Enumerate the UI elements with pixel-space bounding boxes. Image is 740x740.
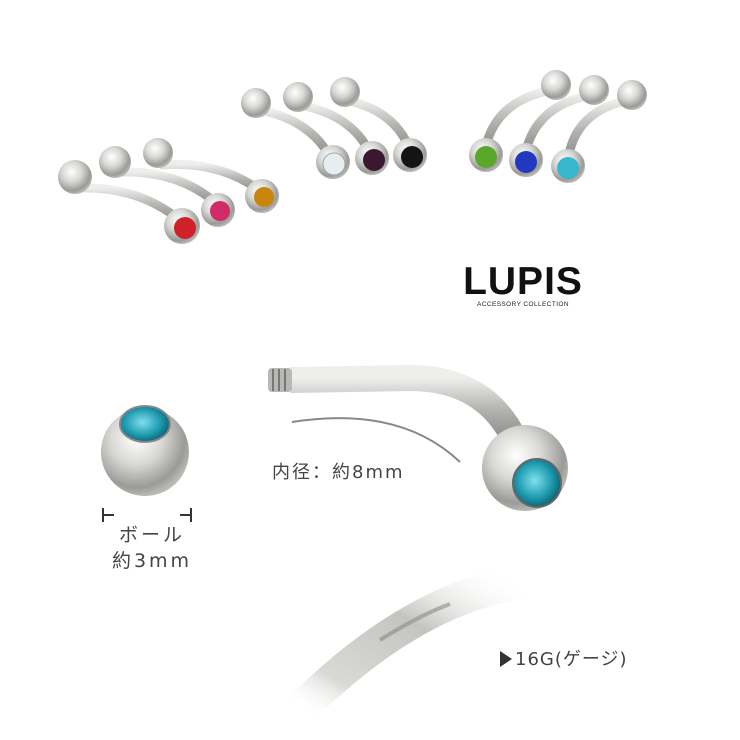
brand-logo: LUPIS ACCESSORY COLLECTION: [458, 260, 588, 309]
ball-closeup: [101, 405, 189, 496]
gauge-label: 16G(ゲージ): [500, 645, 628, 671]
gauge-arc: [287, 565, 523, 723]
brand-name: LUPIS: [463, 260, 583, 303]
inner-diameter-label: 内径：約8mm: [272, 462, 405, 483]
triangle-bullet-icon: [500, 651, 512, 667]
variant-group-right: [469, 70, 647, 183]
barbell-closeup: [268, 364, 568, 511]
ball-size-bracket: [102, 508, 192, 522]
brand-tagline: ACCESSORY COLLECTION: [477, 301, 569, 308]
ball-size-value: 約3mm: [111, 550, 193, 572]
ball-size-title: ボール: [118, 524, 185, 546]
variant-group-middle: [241, 77, 427, 179]
variant-group-left: [58, 138, 279, 244]
ball-size-label: ボール 約3mm: [104, 522, 200, 574]
gauge-text: 16G(ゲージ): [515, 649, 628, 670]
